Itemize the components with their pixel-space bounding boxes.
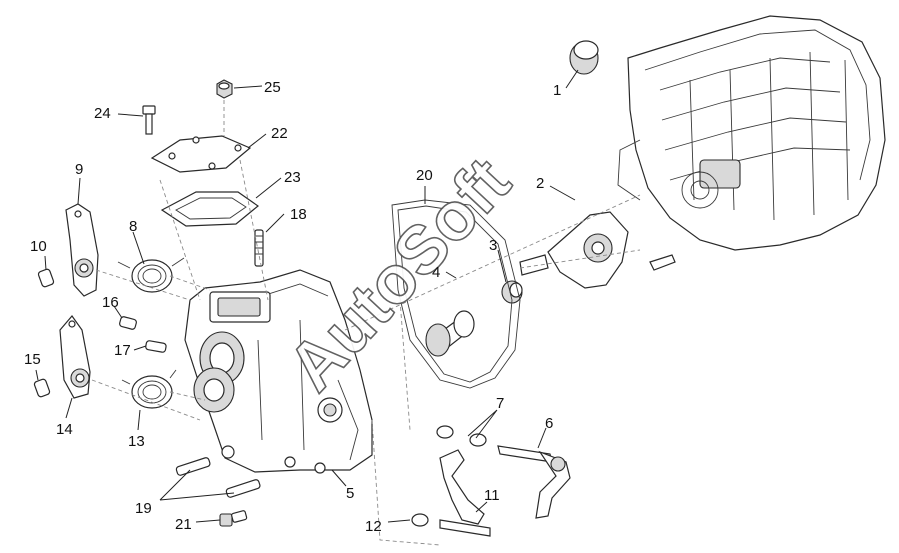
- part-18-stud: [254, 229, 264, 267]
- callout-16: 16: [102, 294, 119, 311]
- part-19-studs: [175, 457, 261, 498]
- callout-13: 13: [128, 433, 145, 450]
- part-20-gasket: [391, 199, 521, 389]
- callout-1: 1: [553, 82, 561, 99]
- part-7-o-rings: [436, 425, 487, 447]
- part-17-pin: [145, 340, 167, 353]
- callout-24: 24: [94, 105, 111, 122]
- callout-5: 5: [346, 485, 354, 502]
- part-9-lever-plate: [65, 203, 99, 297]
- callout-11: 11: [484, 487, 500, 504]
- part-6-shift-lever: [497, 445, 571, 519]
- part-2-shift-shaft-assembly: [519, 211, 629, 289]
- callout-19: 19: [135, 500, 152, 517]
- part-1-plug-cap: [569, 40, 599, 75]
- part-12-o-ring: [411, 513, 429, 527]
- callout-23: 23: [284, 169, 301, 186]
- part-10-pin: [37, 268, 55, 288]
- part-11-shift-lever: [439, 449, 491, 537]
- callout-labels: 1 2 3 4 5 6 7 8 9 10 11 12 13 14 15 16 1…: [24, 79, 561, 535]
- part-25-nut: [216, 79, 233, 99]
- callout-14: 14: [56, 421, 73, 438]
- callout-12: 12: [365, 518, 382, 535]
- part-23-plate-gasket: [160, 191, 259, 227]
- callout-6: 6: [545, 415, 553, 432]
- callout-4: 4: [432, 264, 440, 281]
- part-8-torsion-spring: [117, 257, 185, 293]
- callout-21: 21: [175, 516, 192, 533]
- gearbox-housing: [617, 15, 886, 271]
- callout-25: 25: [264, 79, 281, 96]
- callout-17: 17: [114, 342, 131, 359]
- part-22-cover-plate: [150, 135, 252, 173]
- assembly-guide-lines: [91, 100, 641, 546]
- callout-22: 22: [271, 125, 288, 142]
- part-21-bolt: [219, 510, 248, 527]
- callout-18: 18: [290, 206, 307, 223]
- part-24-bolt: [142, 105, 156, 135]
- callout-8: 8: [129, 218, 137, 235]
- part-13-torsion-spring: [121, 369, 177, 409]
- callout-3: 3: [489, 237, 497, 254]
- part-4-shaft-flange: [425, 310, 475, 357]
- callout-2: 2: [536, 175, 544, 192]
- callout-20: 20: [416, 167, 433, 184]
- part-5-cover-housing: [184, 269, 373, 474]
- leader-lines: [35, 69, 579, 523]
- part-15-pin: [33, 378, 51, 398]
- callout-7: 7: [496, 395, 504, 412]
- part-14-lever-plate: [59, 315, 91, 399]
- callout-10: 10: [30, 238, 47, 255]
- callout-15: 15: [24, 351, 41, 368]
- part-16-pin: [119, 316, 137, 330]
- callout-9: 9: [75, 161, 83, 178]
